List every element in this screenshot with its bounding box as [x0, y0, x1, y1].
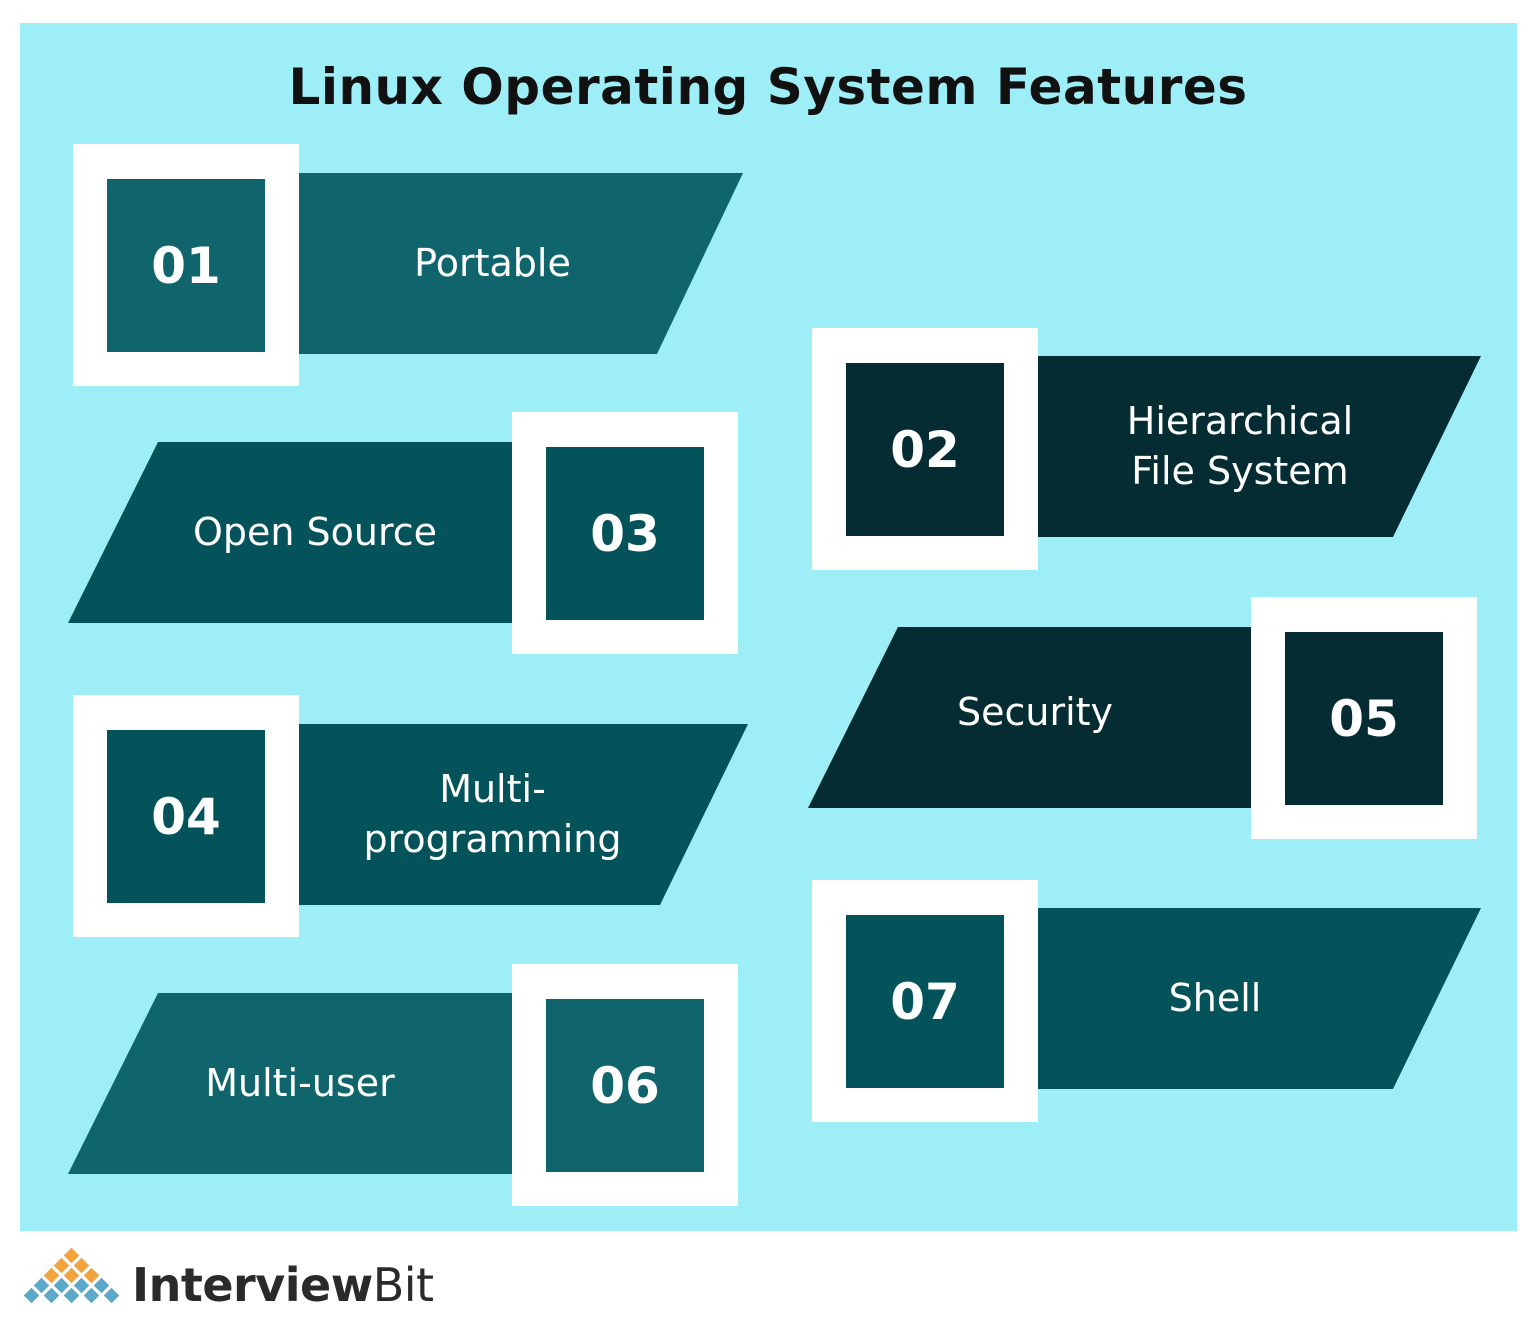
feature-01-number: 01 [107, 179, 265, 352]
feature-02-number: 02 [846, 363, 1004, 536]
feature-05-number: 05 [1285, 632, 1443, 805]
feature-05-banner [808, 627, 1258, 808]
feature-02-banner [1033, 356, 1481, 537]
diagram-title: Linux Operating System Features [288, 58, 1248, 116]
feature-07-frame: 07 [812, 880, 1038, 1122]
brand-wordmark: InterviewBit [132, 1258, 434, 1312]
feature-03-label: Open Source [192, 509, 438, 554]
feature-05-frame: 05 [1251, 597, 1477, 839]
feature-07-banner [1033, 908, 1481, 1089]
feature-04-number: 04 [107, 730, 265, 903]
feature-06-banner [68, 993, 518, 1174]
feature-04-frame: 04 [73, 695, 299, 937]
feature-01-banner [295, 173, 743, 354]
brand-part-2: Bit [372, 1258, 434, 1312]
feature-06-frame: 06 [512, 964, 738, 1206]
feature-02-frame: 02 [812, 328, 1038, 570]
feature-07-number: 07 [846, 915, 1004, 1088]
feature-03-number: 03 [546, 447, 704, 620]
feature-01-frame: 01 [73, 144, 299, 386]
interviewbit-logo-icon [23, 1248, 120, 1304]
feature-01-label: Portable [414, 240, 571, 285]
feature-04-banner [295, 724, 748, 905]
feature-02-label: Hierarchical File System [1126, 399, 1354, 493]
feature-06-label: Multi-user [205, 1060, 395, 1105]
feature-05-label: Security [956, 689, 1114, 734]
feature-03-banner [68, 442, 518, 623]
feature-07-label: Shell [1168, 975, 1262, 1020]
feature-04-label: Multi- programming [363, 767, 622, 861]
brand-part-1: Interview [132, 1258, 373, 1312]
feature-03-frame: 03 [512, 412, 738, 654]
feature-06-number: 06 [546, 999, 704, 1172]
